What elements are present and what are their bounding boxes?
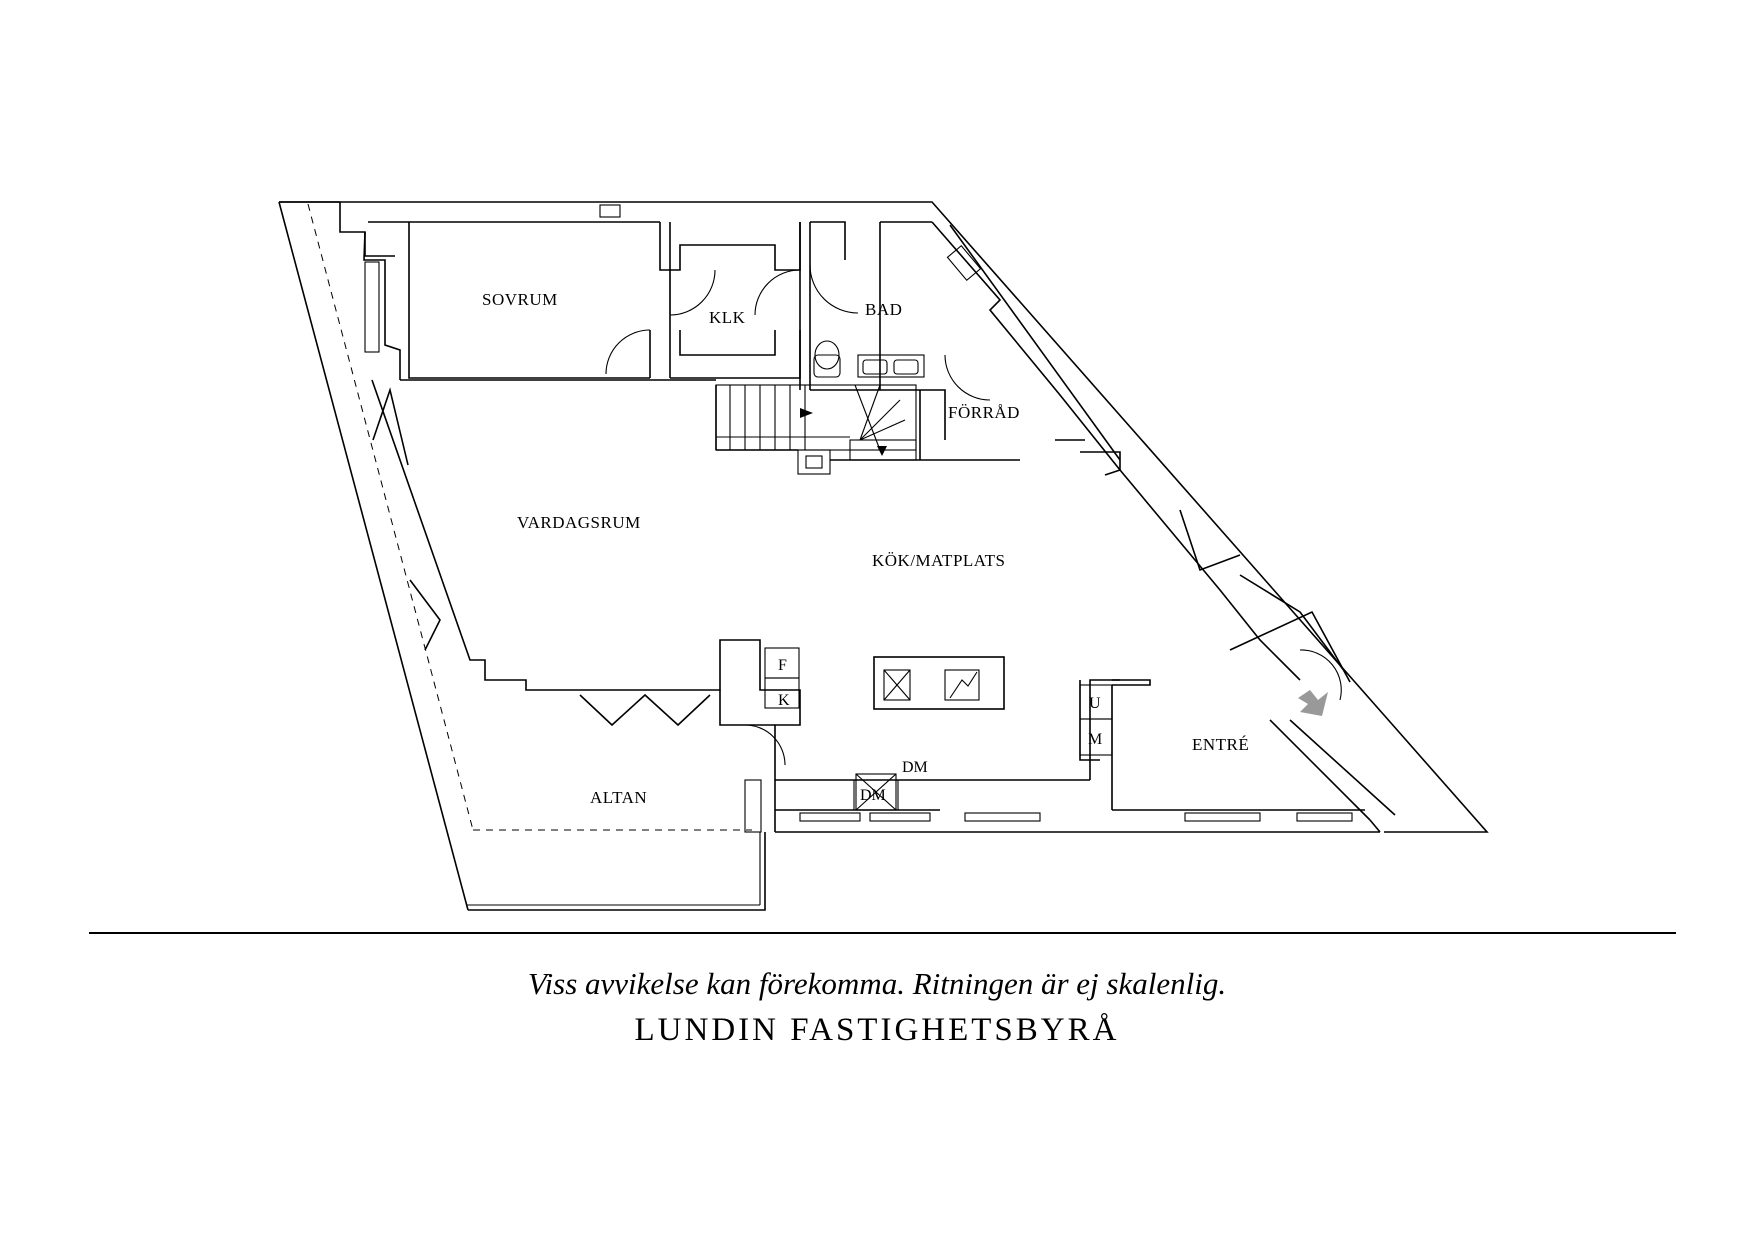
footer-divider [89,932,1676,934]
freezer-label: K [778,692,790,709]
east-walls [931,221,1396,833]
dishwasher-label-side: DM [860,787,886,804]
kitchen-sink [853,773,899,811]
room-label-bad: BAD [865,300,902,319]
company-name: LUNDIN FASTIGHETSBYRÅ [634,1012,1120,1048]
dishwasher-label-top: DM [902,759,928,776]
fridge-label: F [778,657,787,674]
room-label-entre: ENTRÉ [1192,735,1249,754]
living-walls [371,379,1380,833]
outer-outline [278,201,1489,911]
washer-label: U [1089,695,1101,712]
room-label-sovrum: SOVRUM [482,290,558,309]
bathroom-fixtures [813,340,925,378]
microwave-label: M [1088,731,1102,748]
room-label-klk: KLK [709,308,746,327]
windows [364,204,1353,822]
entrance-arrow-icon [1298,690,1328,716]
room-label-forrad: FÖRRÅD [948,403,1020,422]
room-label-altan: ALTAN [590,788,647,807]
disclaimer-text: Viss avvikelse kan förekomma. Ritningen … [527,966,1227,1001]
room-label-vardagsrum: VARDAGSRUM [517,513,641,532]
stairs [715,384,1020,475]
kitchen-island [873,656,1005,710]
room-label-kok: KÖK/MATPLATS [872,551,1006,570]
